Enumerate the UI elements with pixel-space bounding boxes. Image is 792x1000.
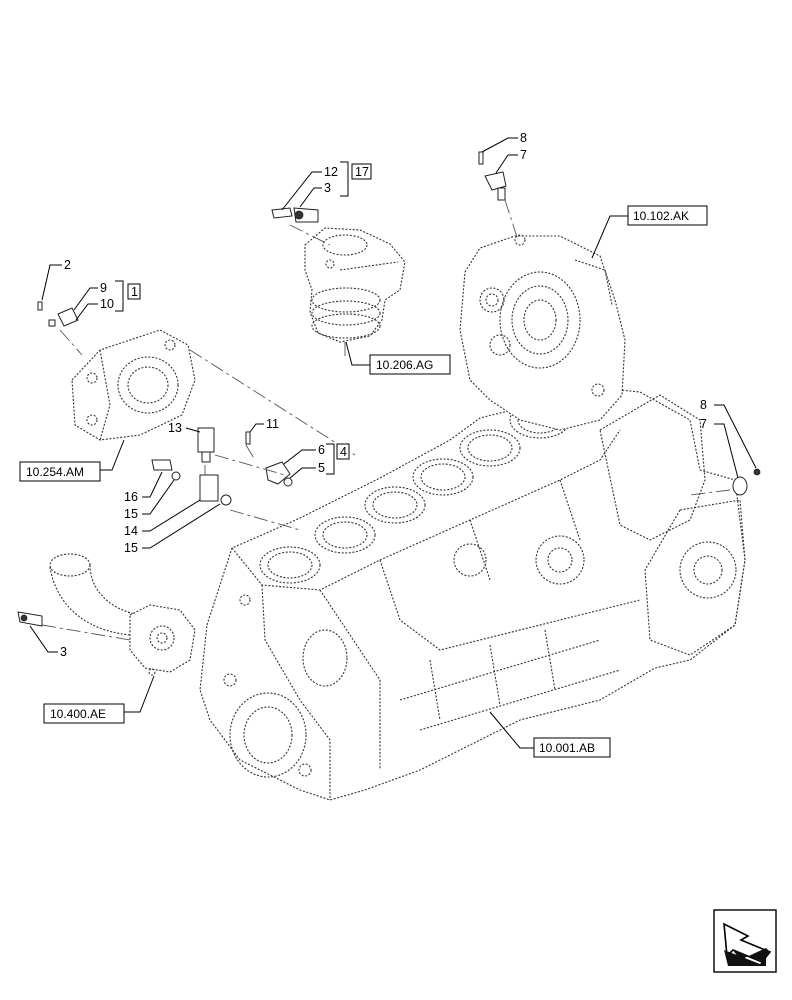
callout-17-box <box>351 163 372 180</box>
callout-2: 2 <box>64 258 71 272</box>
flywheel-housing-illustration <box>459 234 626 431</box>
callout-labels: 2 9 10 1 12 3 17 8 7 13 11 6 5 4 16 15 1… <box>60 131 707 659</box>
ref-10-254-am-box[interactable] <box>19 461 101 482</box>
callout-13: 13 <box>168 421 182 435</box>
ref-10-400-ae[interactable]: 10.400.AE <box>50 707 106 721</box>
callout-7-top: 7 <box>520 148 527 162</box>
callout-15-a: 15 <box>124 507 138 521</box>
callout-16: 16 <box>124 490 138 504</box>
callout-10: 10 <box>100 297 114 311</box>
callout-9: 9 <box>100 281 107 295</box>
callout-5: 5 <box>318 461 325 475</box>
callout-11: 11 <box>266 417 279 431</box>
assembly-guide-lines <box>41 199 731 641</box>
ref-10-254-am[interactable]: 10.254.AM <box>26 465 84 479</box>
ref-10-400-ae-box[interactable] <box>43 703 125 724</box>
next-page-arrow-icon[interactable] <box>713 909 777 973</box>
ref-10-102-ak-box[interactable] <box>627 205 708 226</box>
ref-10-206-ag-box[interactable] <box>369 354 451 375</box>
callout-8-top: 8 <box>520 131 527 145</box>
callout-3-top: 3 <box>324 181 331 195</box>
callout-leaders <box>29 137 757 749</box>
intake-housing-illustration <box>71 329 196 441</box>
callout-4: 4 <box>340 445 347 459</box>
ref-10-001-ab[interactable]: 10.001.AB <box>539 741 595 755</box>
oil-pump-illustration <box>49 553 196 676</box>
callout-4-box <box>336 443 350 460</box>
ref-10-001-ab-box[interactable] <box>533 737 611 758</box>
reference-labels[interactable]: 10.102.AK 10.206.AG 10.254.AM 10.400.AE … <box>19 205 708 758</box>
callout-14: 14 <box>124 524 138 538</box>
callout-15-b: 15 <box>124 541 138 555</box>
callout-17: 17 <box>355 165 369 179</box>
callout-1: 1 <box>131 285 138 299</box>
callout-6: 6 <box>318 443 325 457</box>
callout-7-right: 7 <box>700 417 707 431</box>
callout-1-box <box>127 283 141 300</box>
engine-block-illustration <box>199 387 746 801</box>
callout-8-right: 8 <box>700 398 707 412</box>
callout-3-left: 3 <box>60 645 67 659</box>
filter-head-illustration <box>304 227 406 343</box>
ref-10-102-ak[interactable]: 10.102.AK <box>633 209 689 223</box>
ref-10-206-ag[interactable]: 10.206.AG <box>376 358 433 372</box>
callout-12: 12 <box>324 165 338 179</box>
small-parts-illustration <box>17 151 761 627</box>
